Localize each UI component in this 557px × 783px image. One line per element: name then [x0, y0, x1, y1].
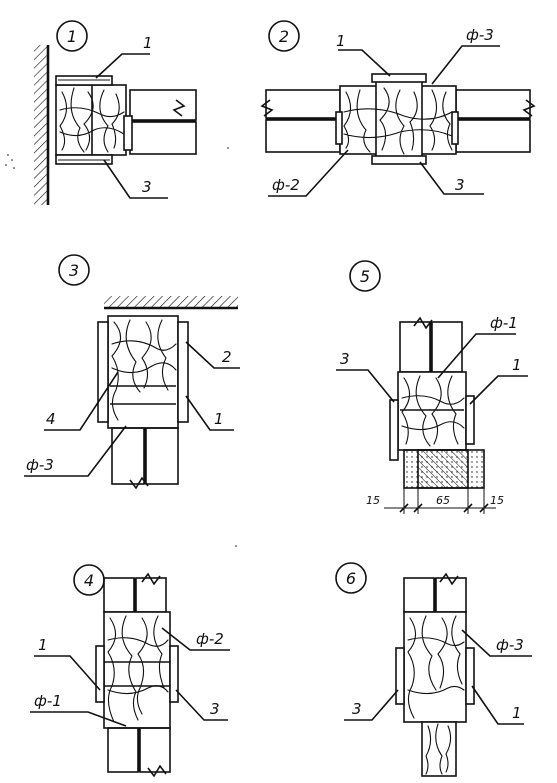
label: ф-2	[272, 176, 300, 194]
detail-number-badge: 3	[58, 254, 90, 286]
post-below	[421, 721, 457, 777]
label: ф-3	[496, 636, 524, 654]
label: ф-1	[490, 314, 518, 332]
detail-6: 6 ф-3 3 1	[335, 562, 532, 777]
label: 3	[210, 700, 220, 718]
bracket-top	[55, 75, 113, 86]
panel-right	[455, 89, 536, 153]
label: 3	[352, 700, 362, 718]
panel-left	[260, 89, 341, 153]
wall	[34, 45, 50, 205]
label: 1	[143, 34, 153, 52]
bracket-right	[465, 647, 475, 705]
panel-below	[107, 727, 171, 778]
dimension-line	[384, 488, 496, 514]
ceiling	[104, 296, 238, 310]
bracket-left	[395, 647, 405, 705]
bracket-left	[95, 645, 105, 703]
detail-number-badge: 6	[335, 562, 367, 594]
bracket-right	[465, 395, 475, 445]
detail-number-badge: 5	[349, 260, 381, 292]
seal-right	[451, 111, 459, 145]
wooden-block	[107, 315, 179, 429]
dimension-label: 15	[366, 494, 380, 507]
panel-above	[399, 316, 463, 373]
seal-left	[335, 111, 343, 145]
label: 1	[38, 636, 48, 654]
detail-number: 6	[346, 569, 356, 588]
label: ф-2	[196, 630, 224, 648]
leader-lines	[268, 45, 500, 197]
label: 1	[512, 704, 522, 722]
bracket-right	[177, 321, 189, 423]
wooden-block	[403, 611, 467, 723]
leader-lines	[24, 341, 240, 477]
stray-mark	[235, 545, 237, 547]
label: ф-3	[466, 26, 494, 44]
bracket-top	[371, 73, 427, 83]
wooden-block	[55, 84, 127, 156]
detail-number: 5	[360, 267, 370, 286]
panel-above	[103, 572, 167, 613]
panel	[123, 89, 197, 155]
detail-number: 3	[69, 261, 79, 280]
detail-number: 2	[279, 27, 289, 46]
panel-above	[403, 572, 467, 613]
panel-below	[111, 427, 179, 490]
detail-1: 1	[5, 20, 229, 205]
label: ф-1	[34, 692, 62, 710]
leader-lines	[95, 53, 168, 199]
detail-number-badge: 4	[73, 564, 105, 596]
stray-marks	[5, 147, 229, 169]
detail-2: 2	[260, 20, 536, 197]
bracket-bottom	[371, 155, 427, 165]
leader-lines	[30, 627, 230, 727]
detail-number-badge: 1	[56, 20, 88, 52]
label: 1	[512, 356, 522, 374]
wooden-block	[103, 611, 171, 729]
label: 3	[340, 350, 350, 368]
label: 3	[455, 176, 465, 194]
detail-number-badge: 2	[268, 20, 300, 52]
dimension-label: 65	[436, 494, 450, 507]
label: ф-3	[26, 456, 54, 474]
leader-lines	[336, 333, 528, 405]
label: 2	[222, 348, 232, 366]
bracket-left	[389, 399, 399, 461]
dimension-label: 15	[490, 494, 504, 507]
detail-number: 4	[84, 571, 94, 590]
detail-number: 1	[67, 27, 77, 46]
label: 1	[214, 410, 224, 428]
base-block	[403, 449, 485, 489]
bracket-bottom	[55, 154, 113, 165]
bracket-left	[97, 321, 109, 423]
label: 3	[142, 178, 152, 196]
label: 4	[46, 410, 56, 428]
detail-3: 3 2 4 1 ф-3	[24, 254, 240, 490]
detail-5: 5 15 65 15	[336, 260, 528, 514]
bracket-right	[169, 645, 179, 703]
wooden-block	[339, 79, 457, 161]
label: 1	[336, 32, 346, 50]
leader-lines	[344, 629, 532, 725]
detail-4: 4 ф-2 1 3 ф-1	[30, 545, 237, 778]
wooden-block	[397, 371, 467, 451]
